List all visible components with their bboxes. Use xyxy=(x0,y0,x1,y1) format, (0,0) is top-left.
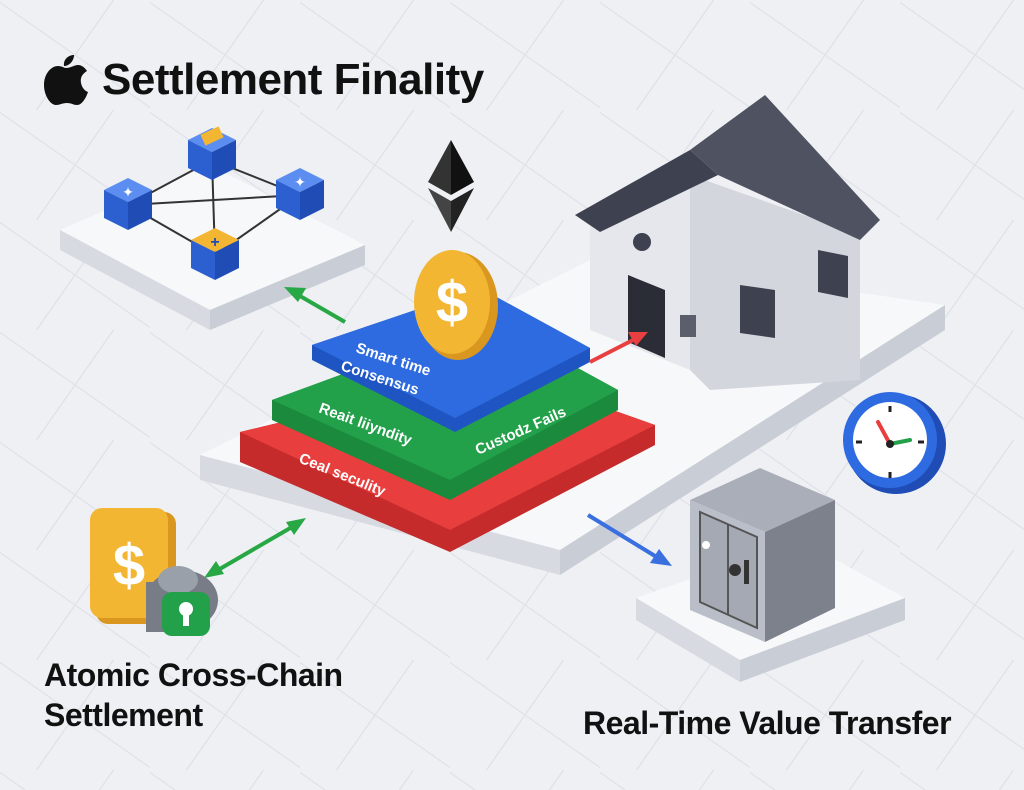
settlement-layer-stack xyxy=(240,288,655,552)
caption-atomic-cross-chain: Atomic Cross-Chain Settlement xyxy=(44,657,343,733)
card-dollar-symbol: $ xyxy=(113,533,145,598)
page-title: Settlement Finality xyxy=(102,55,484,104)
ethereum-icon xyxy=(428,140,474,232)
dollar-coin-icon: $ xyxy=(414,250,498,360)
arrow-to-house xyxy=(589,332,648,364)
arrow-to-vault xyxy=(586,513,672,566)
svg-text:✦: ✦ xyxy=(294,174,306,190)
svg-text:✦: ✦ xyxy=(122,184,134,200)
vault-icon xyxy=(636,468,905,682)
caption-real-time-transfer: Real-Time Value Transfer xyxy=(583,705,952,741)
blockchain-network-icon: ✦ ✦ + xyxy=(60,126,365,330)
clock-icon xyxy=(843,392,946,494)
arrow-cross-chain xyxy=(204,518,306,578)
apple-logo-icon xyxy=(44,55,88,105)
padlock-icon xyxy=(146,566,218,636)
header: Settlement Finality xyxy=(44,55,484,105)
house-icon xyxy=(575,95,880,390)
coin-symbol: $ xyxy=(436,270,468,335)
svg-text:+: + xyxy=(210,234,219,251)
arrow-to-blockchain xyxy=(284,287,347,324)
